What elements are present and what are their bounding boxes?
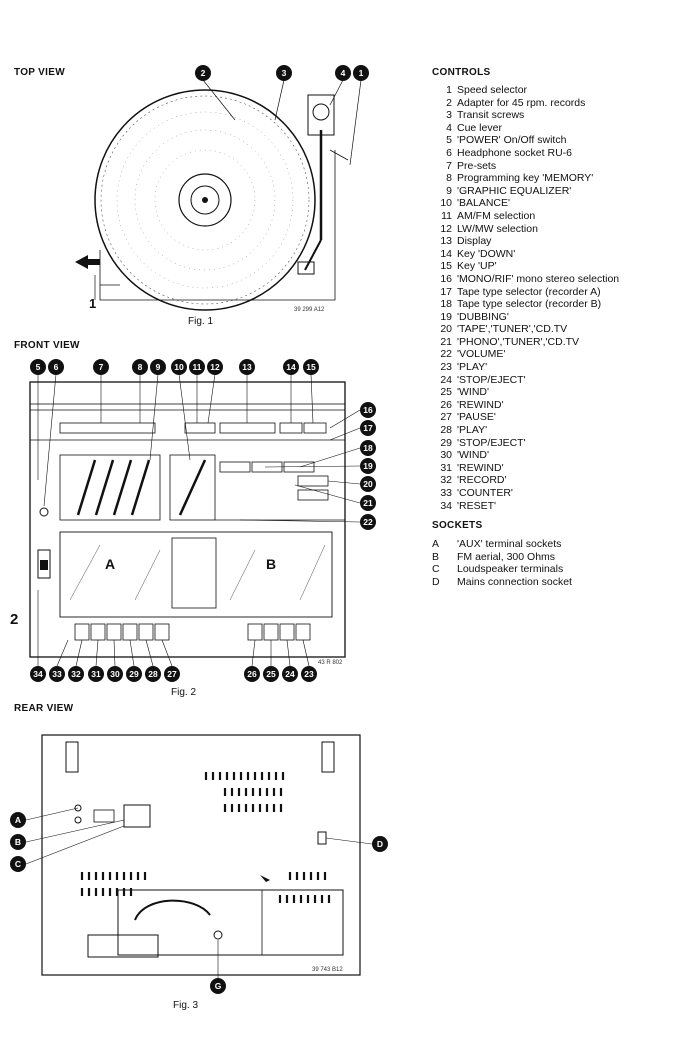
fig2-number: 2	[10, 611, 19, 628]
callout-8: 8	[132, 359, 148, 375]
callout-28: 28	[145, 666, 161, 682]
callout-14: 14	[283, 359, 299, 375]
callout-12: 12	[207, 359, 223, 375]
list-item: 23'PLAY'	[440, 361, 488, 374]
top-view-title: TOP VIEW	[14, 67, 65, 78]
callout-18: 18	[360, 440, 376, 456]
callout-11: 11	[189, 359, 205, 375]
list-item: 9'GRAPHIC EQUALIZER'	[446, 184, 572, 197]
list-item: 25'WIND'	[440, 386, 490, 399]
rear-view-title: REAR VIEW	[14, 703, 74, 714]
fig3-caption: Fig. 3	[173, 1000, 199, 1011]
callout-7: 7	[93, 359, 109, 375]
callout-13: 13	[239, 359, 255, 375]
callout-19: 19	[360, 458, 376, 474]
list-item: 10'BALANCE'	[440, 197, 511, 210]
list-item: 22'VOLUME'	[440, 348, 506, 361]
list-item: 34'RESET'	[440, 499, 497, 512]
callout-a: A	[10, 812, 26, 828]
list-item: 26'REWIND'	[440, 398, 504, 411]
list-item: 31'REWIND'	[440, 461, 504, 474]
callout-b: B	[10, 834, 26, 850]
sockets-title: SOCKETS	[432, 520, 483, 531]
callout-17: 17	[360, 420, 376, 436]
callout-22: 22	[360, 514, 376, 530]
callout-5: 5	[30, 359, 46, 375]
list-item: 5'POWER' On/Off switch	[446, 134, 567, 147]
callout-10: 10	[171, 359, 187, 375]
list-item: 21'PHONO','TUNER','CD.TV	[440, 335, 580, 348]
list-item: 32'RECORD'	[440, 474, 507, 487]
callout-24: 24	[282, 666, 298, 682]
callout-23: 23	[301, 666, 317, 682]
list-item: 24'STOP/EJECT'	[440, 373, 526, 386]
speed-selector-label: 1	[89, 296, 97, 311]
callout-31: 31	[88, 666, 104, 682]
callout-4: 4	[335, 65, 351, 81]
list-item: A'AUX' terminal sockets	[432, 538, 562, 550]
callout-16: 16	[360, 402, 376, 418]
controls-title: CONTROLS	[432, 67, 491, 78]
list-item: 29'STOP/EJECT'	[440, 436, 526, 449]
list-item: 28'PLAY'	[440, 424, 488, 437]
callout-34: 34	[30, 666, 46, 682]
fig3-code: 39 743 B12	[312, 967, 343, 973]
list-item: 30'WIND'	[440, 449, 490, 462]
callout-20: 20	[360, 476, 376, 492]
fig1-code: 39 299 A12	[294, 307, 325, 313]
callout-25: 25	[263, 666, 279, 682]
deck-a-label: A	[105, 556, 116, 572]
callout-6: 6	[48, 359, 64, 375]
callout-33: 33	[49, 666, 65, 682]
callout-d: D	[372, 836, 388, 852]
callout-2: 2	[195, 65, 211, 81]
callout-1: 1	[353, 65, 369, 81]
callout-9: 9	[150, 359, 166, 375]
callout-26: 26	[244, 666, 260, 682]
callout-g: G	[210, 978, 226, 994]
callout-27: 27	[164, 666, 180, 682]
list-item: 19'DUBBING'	[440, 310, 509, 323]
callout-30: 30	[107, 666, 123, 682]
callout-21: 21	[360, 495, 376, 511]
front-view-title: FRONT VIEW	[14, 340, 80, 351]
callout-29: 29	[126, 666, 142, 682]
callout-3: 3	[276, 65, 292, 81]
list-item: 33'COUNTER'	[440, 487, 513, 499]
fig2-code: 43 R 802	[318, 660, 343, 666]
callout-15: 15	[303, 359, 319, 375]
callout-32: 32	[68, 666, 84, 682]
fig1-caption: Fig. 1	[188, 316, 214, 327]
deck-b-label: B	[266, 556, 277, 572]
list-item: 16'MONO/RIF' mono stereo selection	[440, 272, 620, 285]
fig2-caption: Fig. 2	[171, 687, 197, 698]
list-item: 27'PAUSE'	[440, 411, 496, 424]
callout-c: C	[10, 856, 26, 872]
list-item: 20'TAPE','TUNER','CD.TV	[440, 323, 568, 336]
